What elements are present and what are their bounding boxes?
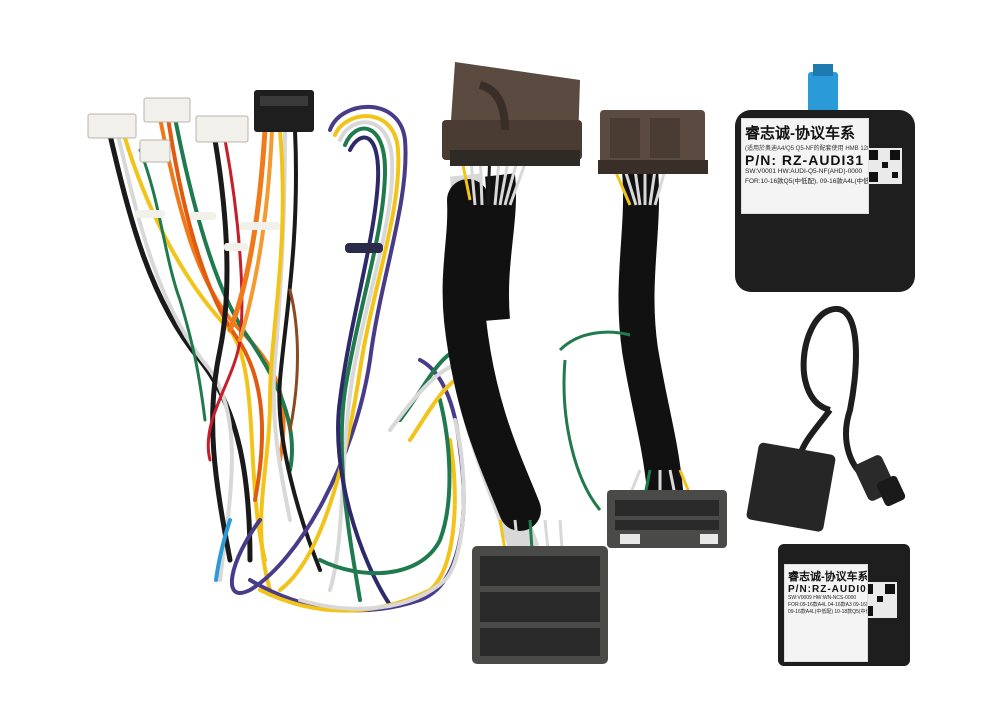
loose-wire-bundle	[107, 116, 322, 592]
wire-loops	[229, 104, 472, 613]
connector-brown-small	[598, 110, 708, 174]
module-large-label: 睿志诚-协议车系 (适用於奥迪A4/Q5 Q5-NF的配套使用 HMB 1280…	[741, 118, 869, 214]
cable-tie	[345, 243, 383, 253]
module-large-brand: 睿志诚-协议车系	[745, 125, 855, 142]
module-large-fit: FOR:10-16款Q5(中低配), 09-16款A4L(中低配) (23041…	[745, 178, 869, 185]
module-small-part: P/N:RZ-AUDI01	[788, 584, 868, 595]
adapter-cable	[746, 305, 906, 532]
module-small-fit-2: 09-16款A4L(中低配) 10-18款Q5(中低配) (23.04.11)	[788, 609, 867, 615]
module-small-fit-1: FOR:09-16款A4L 04-16款A3 09-16款Q5	[788, 602, 867, 608]
module-small-brand: 睿志诚-协议车系	[788, 571, 868, 583]
black-plug	[254, 90, 314, 132]
connector-brown-large	[442, 62, 582, 166]
module-small-sw-hw: SW:V0009 HW:WN-NCS-0000	[788, 595, 857, 601]
module-large-sw-hw: SW:V0001 HW:AUDI-Q5-NF(AHD)-0000	[745, 168, 863, 175]
connector-grey-mid	[607, 490, 727, 548]
harness-left	[442, 149, 541, 556]
harness-right	[558, 152, 692, 511]
connector-grey-large	[472, 519, 608, 664]
white-plugs	[87, 97, 280, 251]
module-large-part: P/N: RZ-AUDI31	[745, 152, 865, 168]
module-large-note: (适用於奥迪A4/Q5 Q5-NF的配套使用 HMB 1280x720P 30H…	[745, 146, 868, 152]
module-small-label: 睿志诚-协议车系 P/N:RZ-AUDI01 SW:V0009 HW:WN-NC…	[784, 564, 868, 662]
